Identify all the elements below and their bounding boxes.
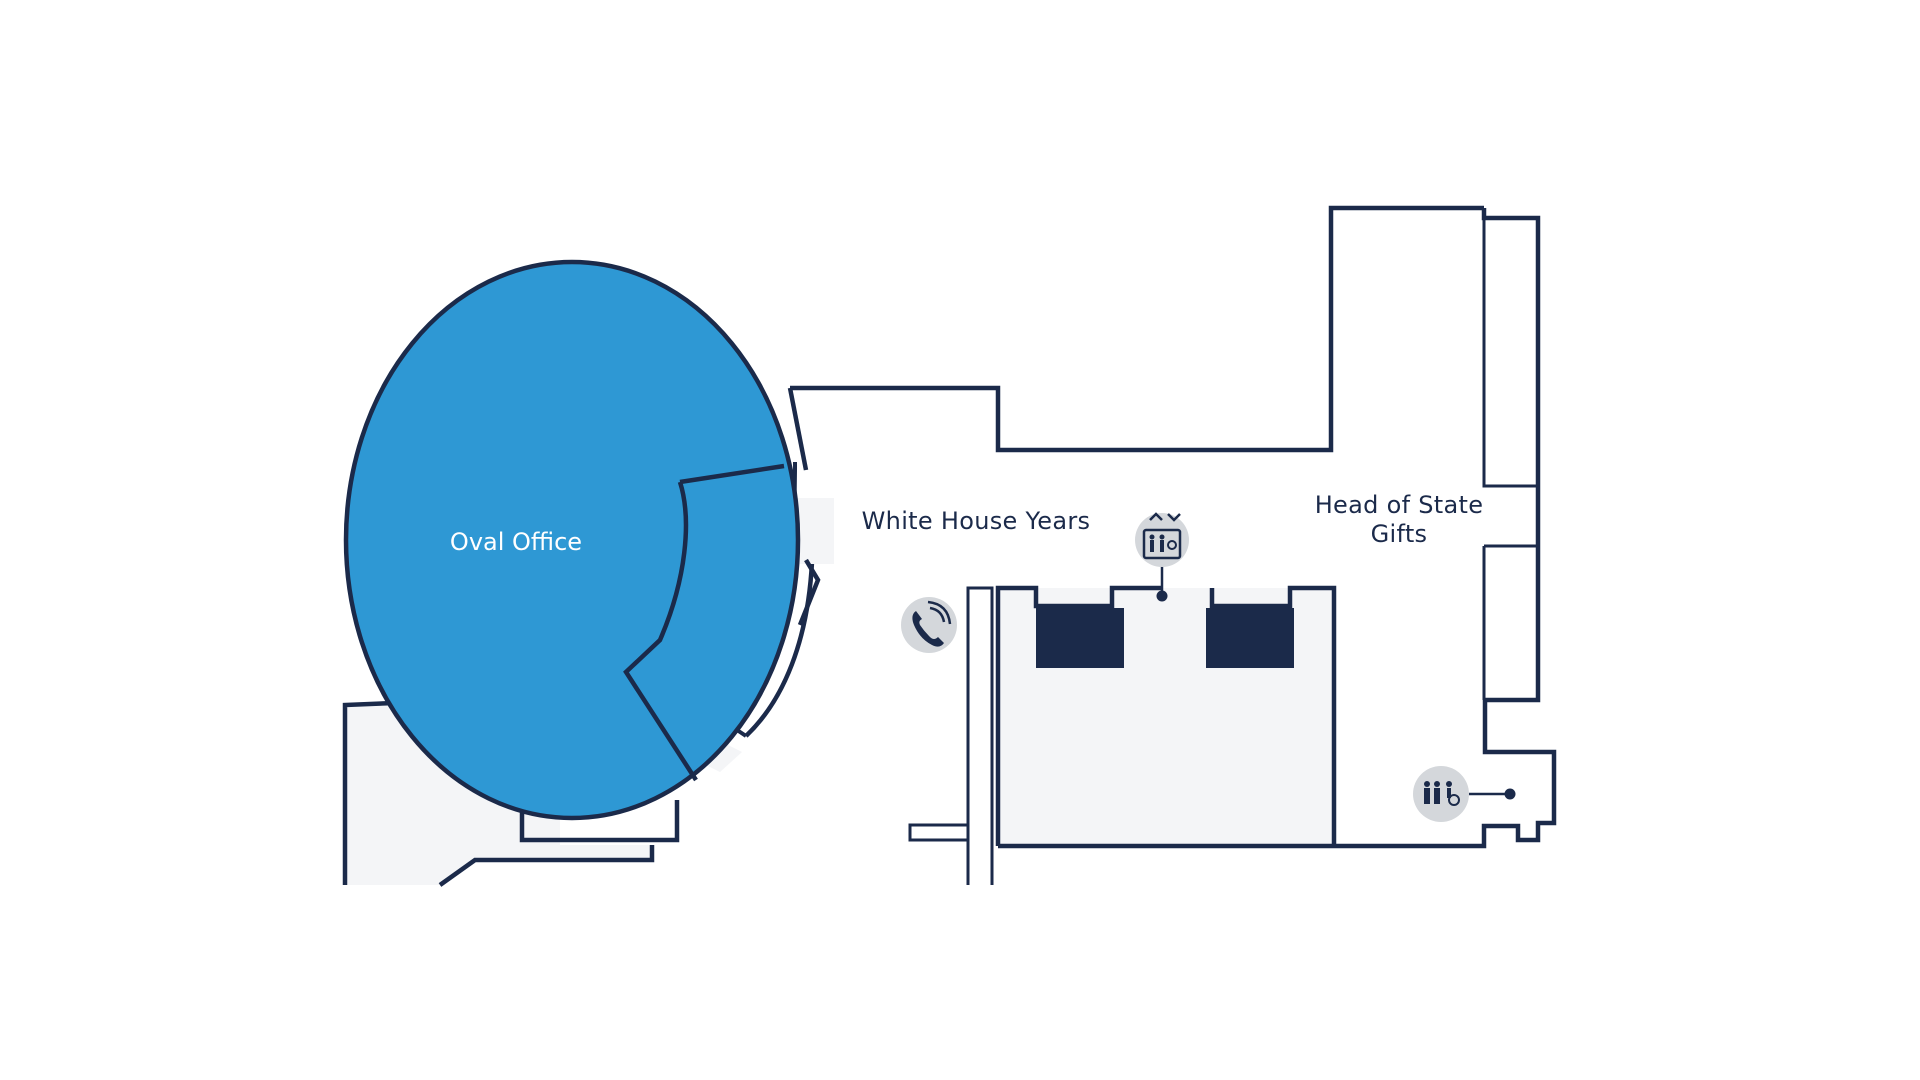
oval-office[interactable]: Oval Office — [343, 259, 834, 821]
white-house-years-label[interactable]: White House Years — [862, 507, 1091, 535]
svg-text:Gifts: Gifts — [1371, 520, 1428, 548]
elevator-shaft-left — [1036, 608, 1124, 668]
elevator-icon[interactable] — [1135, 512, 1189, 567]
corridor-walls — [908, 586, 994, 885]
main-hall[interactable] — [787, 205, 1557, 849]
oval-office-label: Oval Office — [450, 528, 582, 556]
restroom-icon[interactable] — [1413, 766, 1516, 822]
svg-text:Head of State: Head of State — [1315, 491, 1484, 519]
phone-icon[interactable] — [901, 597, 957, 653]
oval-office-shape — [343, 259, 801, 821]
service-block[interactable] — [995, 562, 1337, 849]
head-of-state-gifts-label[interactable]: Head of State Gifts — [1315, 491, 1484, 548]
elevator-shaft-right — [1206, 608, 1294, 668]
